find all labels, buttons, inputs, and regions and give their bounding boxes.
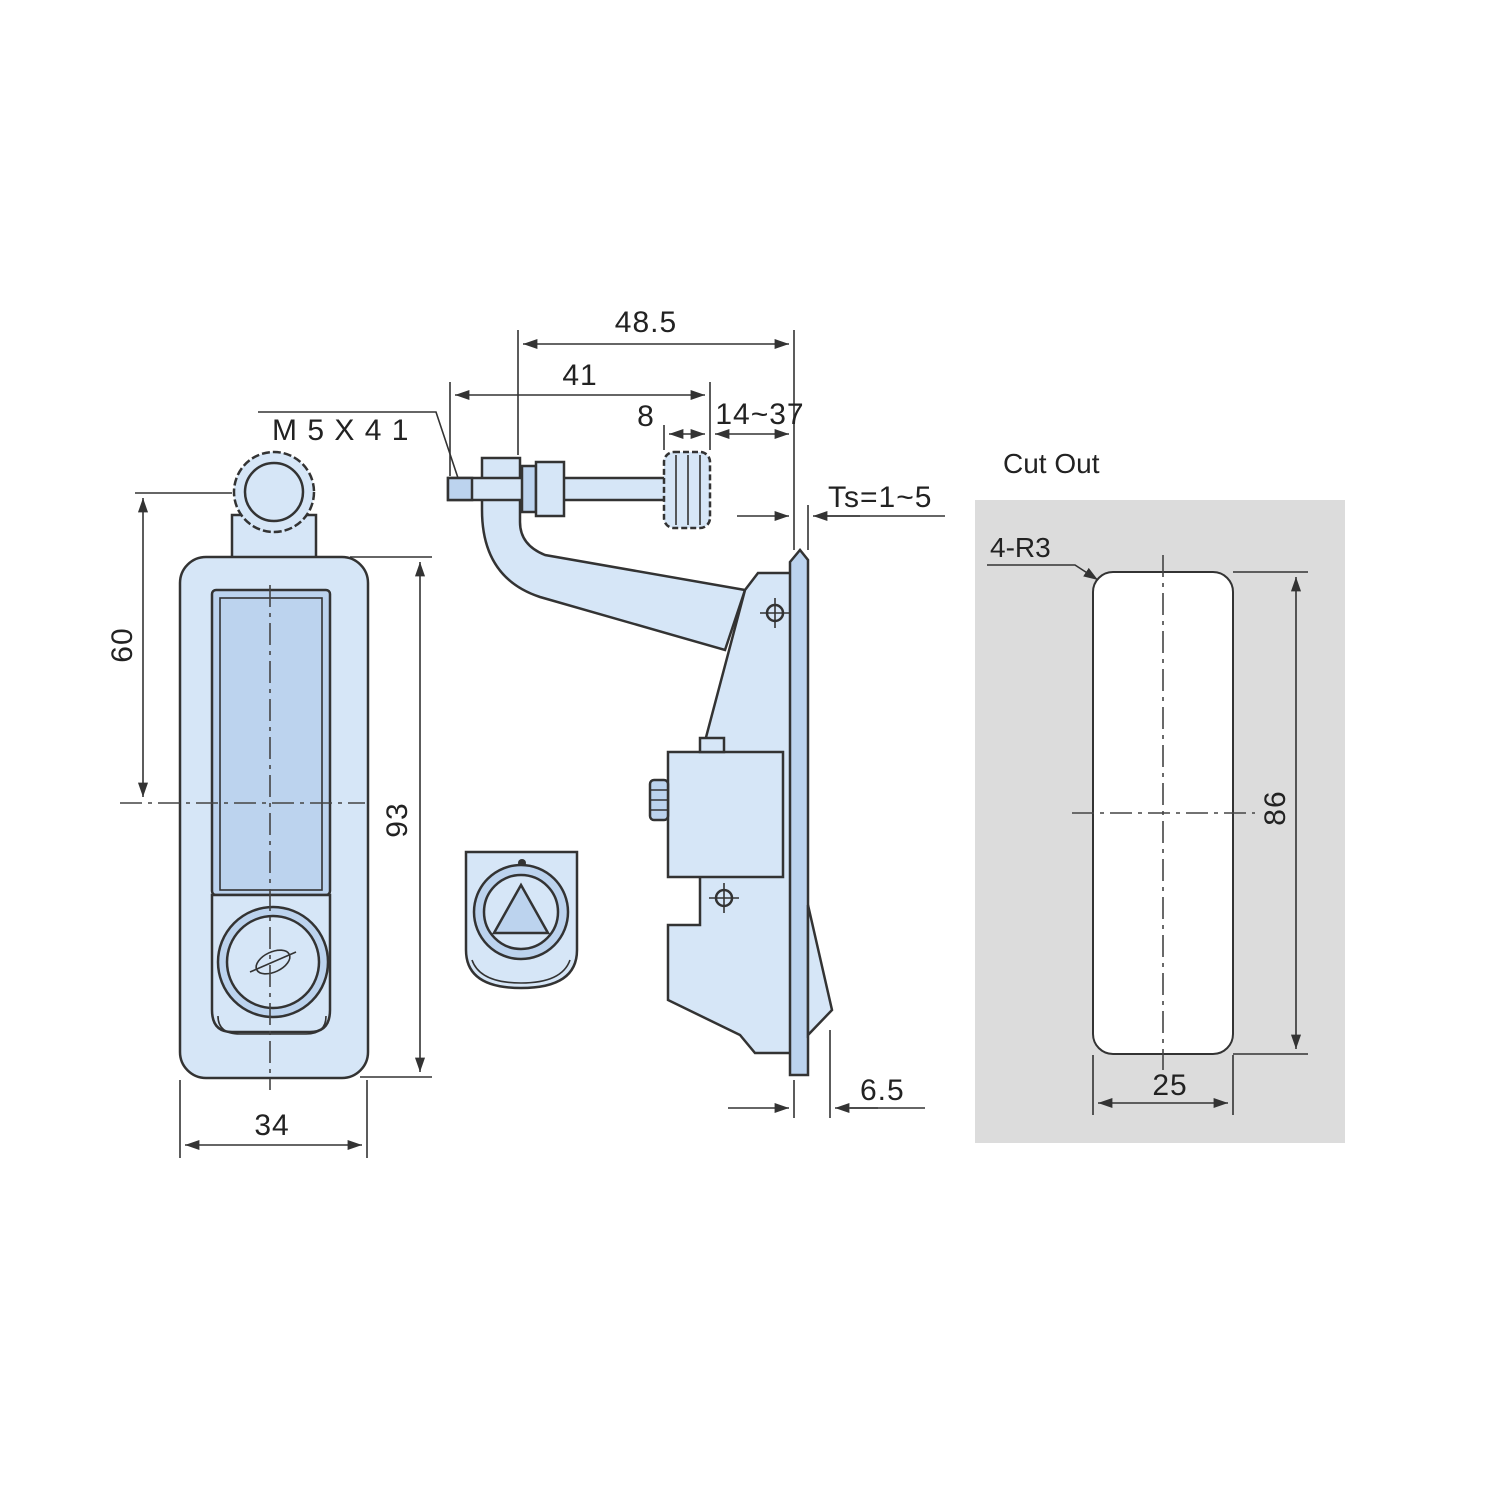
cutout-title: Cut Out: [1003, 448, 1100, 479]
adjust-knob-icon: [662, 450, 712, 530]
flange-plate: [788, 548, 810, 1077]
rivet-top-icon: [760, 598, 790, 628]
dim-label-60: 60: [106, 627, 139, 662]
lower-lever: [806, 904, 834, 1039]
dim-label-6-5: 6.5: [860, 1074, 905, 1107]
cam-screw-icon: [648, 778, 670, 822]
rivet-bottom-icon: [709, 883, 739, 913]
thread-label: M 5 X 4 1: [272, 414, 409, 447]
dim-label-ts: Ts=1~5: [828, 481, 932, 514]
thread-leader: [258, 411, 463, 491]
triangle-key-icon: [491, 882, 551, 935]
handle-grip: [210, 588, 332, 897]
side-view: [446, 450, 834, 1077]
dim-label-86: 86: [1259, 790, 1292, 825]
knob-inner: [243, 461, 305, 523]
dim-label-25: 25: [1152, 1069, 1187, 1102]
cutout-radius-label: 4-R3: [990, 532, 1051, 563]
lock-cylinder-icon: [216, 905, 330, 1019]
side-dimensions: 48.5 41 8 14~37 Ts=1~5 6.5: [449, 306, 945, 1118]
front-view: [120, 450, 370, 1090]
bolt-shaft: [446, 476, 688, 502]
dim-label-93: 93: [381, 802, 414, 837]
dim-label-14-37: 14~37: [715, 398, 804, 431]
nut-1: [520, 464, 538, 514]
nut-2: [534, 460, 566, 518]
dim-label-41: 41: [562, 359, 597, 392]
latch-arm: [480, 456, 747, 652]
dim-label-48-5: 48.5: [615, 306, 677, 339]
handle-grip-inner: [219, 597, 323, 891]
front-dimensions: 60 93 34 M 5 X 4 1: [106, 411, 463, 1158]
radius-leader: [987, 564, 1099, 581]
lock-face-detail: [464, 850, 579, 990]
lock-housing-lip: [217, 1015, 327, 1035]
dim-label-34: 34: [254, 1109, 289, 1142]
cam-block: [666, 750, 785, 879]
knurled-knob-icon: [230, 450, 318, 562]
dim-label-8: 8: [637, 400, 655, 433]
cutout-view: Cut Out 4-R3 86 25: [975, 448, 1345, 1143]
